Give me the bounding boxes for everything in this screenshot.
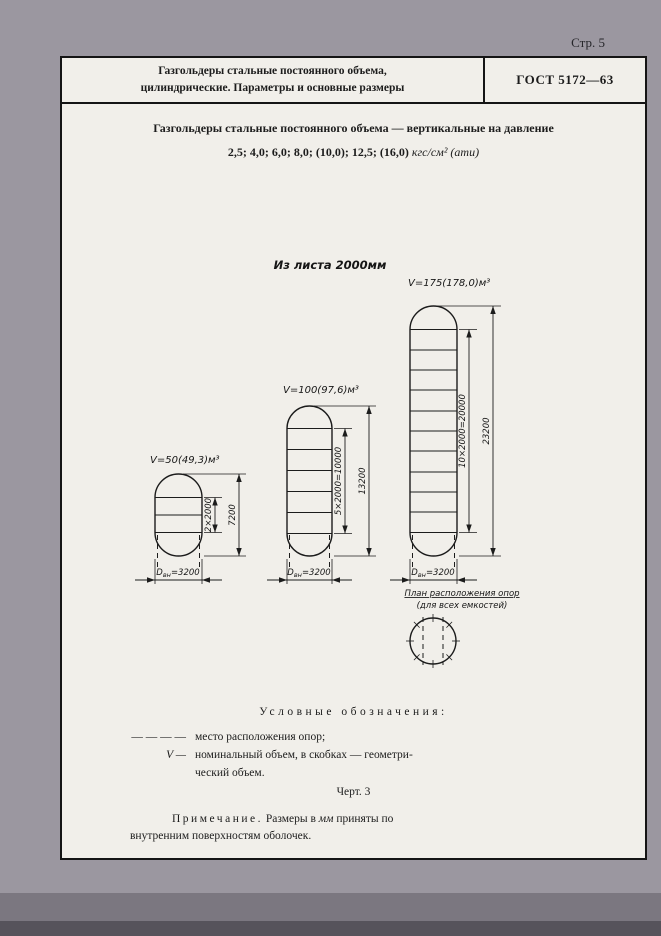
tank-100-height-dim: 13200 bbox=[358, 467, 368, 494]
document-title: Газгольдеры стальные постоянного объема,… bbox=[62, 58, 485, 102]
pressure-units: кгс/см² (ати) bbox=[411, 145, 480, 159]
intro-line1: Газгольдеры стальные постоянного объема … bbox=[153, 121, 554, 135]
note-line2: внутренним поверхностям оболочек. bbox=[130, 830, 312, 842]
support-plan-title: План расположения опор bbox=[404, 589, 519, 599]
standard-number: ГОСТ 5172—63 bbox=[516, 72, 614, 87]
document-page: Газгольдеры стальные постоянного объема,… bbox=[60, 56, 647, 860]
document-title-line1: Газгольдеры стальные постоянного объема, bbox=[158, 65, 387, 78]
note-text-mm: мм bbox=[318, 813, 334, 825]
intro-line2: 2,5; 4,0; 6,0; 8,0; (10,0); 12,5; (16,0)… bbox=[62, 140, 645, 164]
intro-paragraph: Газгольдеры стальные постоянного объема … bbox=[62, 116, 645, 164]
legend-dash-text: место расположения опор; bbox=[195, 731, 326, 743]
page-bottom-shadow bbox=[0, 893, 661, 921]
legend-volume-symbol: V — bbox=[166, 749, 186, 761]
sheet-note-label: Из листа 2000мм bbox=[274, 258, 387, 272]
tank-100-courses-dim: 5×2000=10000 bbox=[334, 447, 344, 515]
tank-100-shell bbox=[286, 405, 333, 557]
legend-item-volume-continued: ческий объем. bbox=[128, 764, 558, 782]
tank-175: V=175(178,0)м³ bbox=[390, 278, 501, 584]
page-number: Стр. 5 bbox=[571, 35, 605, 50]
support-plan-subtitle: (для всех емкостей) bbox=[417, 601, 508, 611]
legend-item-supports: — — — — место расположения опор; bbox=[128, 728, 558, 746]
legend-dash-symbol: — — — — bbox=[131, 731, 186, 743]
tank-50-height-dim: 7200 bbox=[228, 504, 238, 526]
pressure-values: 2,5; 4,0; 6,0; 8,0; (10,0); 12,5; (16,0) bbox=[227, 145, 409, 159]
legend-item-volume: V — номинальный объем, в скобках — геоме… bbox=[128, 746, 558, 764]
drawing-svg: Из листа 2000мм V=50(49,3)м³ 2×2000 bbox=[135, 258, 520, 668]
legend: — — — — место расположения опор; V — ном… bbox=[128, 728, 558, 782]
tank-175-diameter-dim: Dвн=3200 bbox=[411, 568, 454, 579]
support-plan: План расположения опор (для всех емкосте… bbox=[404, 589, 520, 668]
note-label: Примечание. bbox=[172, 813, 263, 825]
document-header: Газгольдеры стальные постоянного объема,… bbox=[62, 58, 645, 104]
tank-175-volume-label: V=175(178,0)м³ bbox=[408, 278, 490, 289]
note-text-post: приняты по bbox=[336, 813, 394, 825]
page-bottom-edge bbox=[0, 921, 661, 936]
tank-50: V=50(49,3)м³ 2×2000 7200 bbox=[135, 455, 246, 584]
figure-caption: Черт. 3 bbox=[336, 786, 371, 798]
tank-50-volume-label: V=50(49,3)м³ bbox=[150, 455, 220, 466]
document-title-line2: цилиндрические. Параметры и основные раз… bbox=[140, 82, 405, 94]
tank-50-diameter-dim: Dвн=3200 bbox=[156, 568, 199, 579]
tank-175-height-dim: 23200 bbox=[482, 417, 492, 444]
note-text-pre: Размеры в bbox=[265, 813, 316, 825]
note-paragraph: Примечание. Размеры в мм приняты по внут… bbox=[130, 811, 540, 845]
note-line1: Примечание. Размеры в мм приняты по bbox=[172, 811, 540, 828]
technical-drawing: Из листа 2000мм V=50(49,3)м³ 2×2000 bbox=[62, 241, 645, 691]
tank-50-courses-dim: 2×2000 bbox=[204, 498, 214, 532]
legend-volume-text-line2: ческий объем. bbox=[195, 767, 265, 779]
legend-heading: Условные обозначения: bbox=[259, 706, 448, 718]
legend-volume-text-line1: номинальный объем, в скобках — геометри- bbox=[195, 749, 413, 761]
tank-100: V=100(97,6)м³ 5×2000=10000 bbox=[267, 385, 376, 584]
tank-100-diameter-dim: Dвн=3200 bbox=[287, 568, 330, 579]
tank-100-volume-label: V=100(97,6)м³ bbox=[283, 385, 359, 396]
tank-175-courses-dim: 10×2000=20000 bbox=[458, 394, 468, 468]
